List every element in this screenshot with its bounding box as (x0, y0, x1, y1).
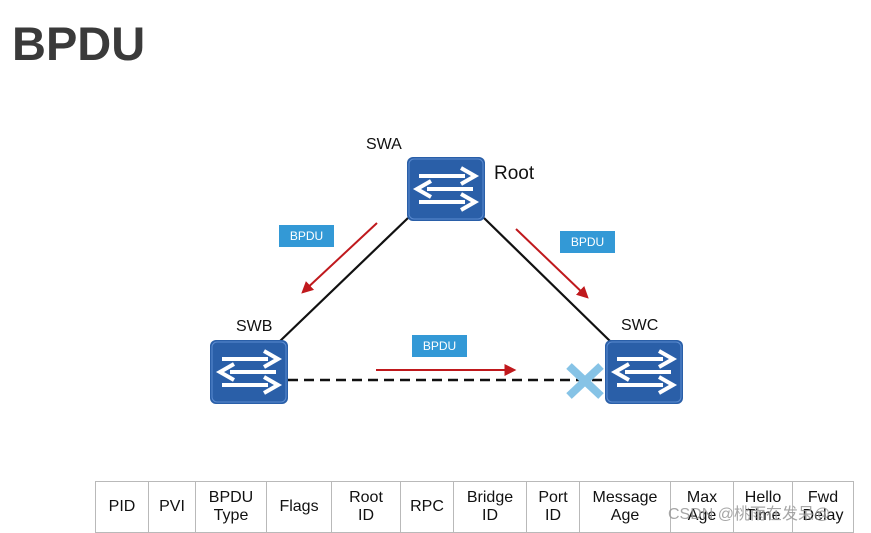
watermark: CSDN @桃雨在发呆@ (668, 506, 831, 523)
bpdu-arrow-left (301, 222, 378, 294)
root-label: Root (494, 163, 535, 184)
bpdu-badge-bottom: BPDU (412, 335, 467, 357)
swc-label: SWC (621, 317, 659, 334)
field-cell: PID (95, 481, 149, 533)
switch-icon (208, 338, 290, 406)
bpdu-badge-left: BPDU (279, 225, 334, 247)
swb-label: SWB (236, 318, 273, 335)
field-cell: RPC (400, 481, 454, 533)
bpdu-arrow-right (515, 228, 589, 299)
page-title: BPDU (12, 17, 146, 70)
bpdu-badge-right: BPDU (560, 231, 615, 253)
link-swa-swb (277, 217, 409, 344)
swa-label: SWA (366, 136, 402, 153)
field-cell: Flags (266, 481, 332, 533)
switch-icon (405, 155, 487, 223)
blocked-port-x-icon (566, 363, 604, 399)
field-cell: PVI (148, 481, 196, 533)
link-swa-swc (483, 217, 613, 344)
switch-icon (603, 338, 685, 406)
